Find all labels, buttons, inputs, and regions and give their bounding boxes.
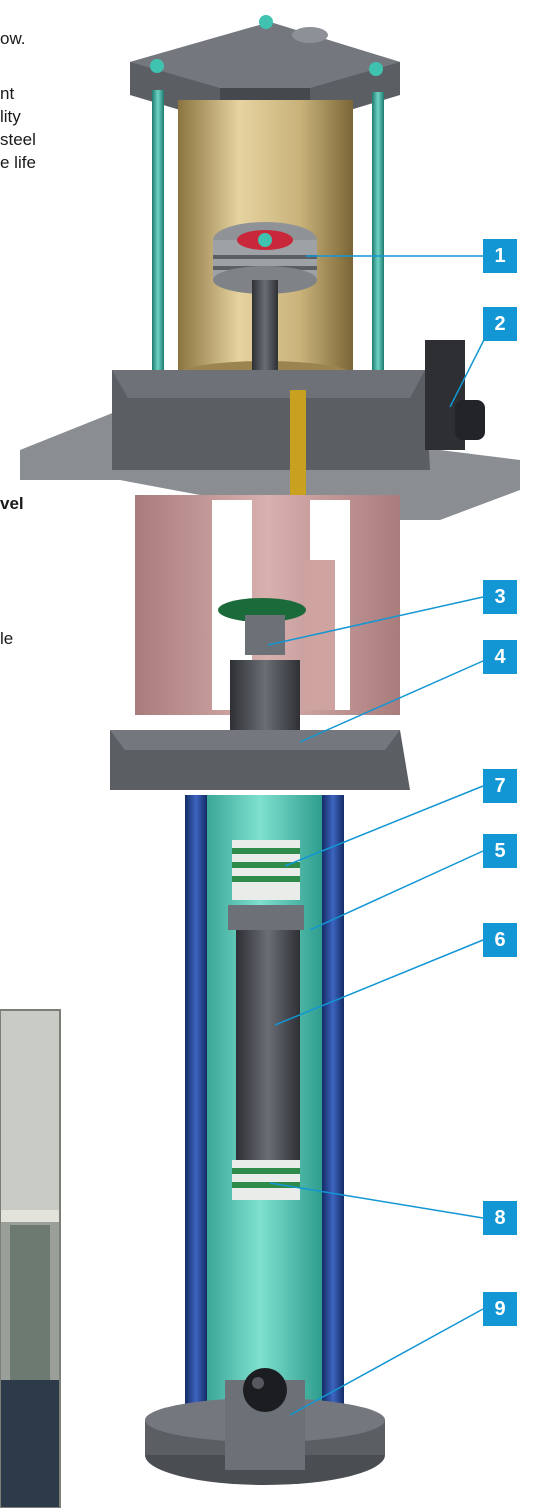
- callout-2: 2: [483, 307, 517, 341]
- callout-5: 5: [483, 834, 517, 868]
- callout-3: 3: [483, 580, 517, 614]
- text-fragment-ow: ow.: [0, 29, 26, 48]
- text-fragment-vel: vel: [0, 494, 24, 513]
- callout-4: 4: [483, 640, 517, 674]
- text-fragment-le: le: [0, 629, 14, 648]
- top-plate: [130, 15, 400, 122]
- foot-valve-base: [145, 1368, 385, 1485]
- text-fragment-nt: nt: [0, 84, 15, 103]
- callout-7: 7: [483, 769, 517, 803]
- text-fragment-lity: lity: [0, 107, 21, 126]
- text-fragment-steel: steel: [0, 130, 36, 149]
- callout-6: 6: [483, 923, 517, 957]
- inset-photo: [0, 1009, 61, 1508]
- callout-9: 9: [483, 1292, 517, 1326]
- text-fragment-life: e life: [0, 153, 36, 172]
- lower-tube: [185, 795, 344, 1445]
- callout-8: 8: [483, 1201, 517, 1235]
- callout-1: 1: [483, 239, 517, 273]
- middle-block: [20, 340, 520, 520]
- leader-lines: [267, 255, 493, 1416]
